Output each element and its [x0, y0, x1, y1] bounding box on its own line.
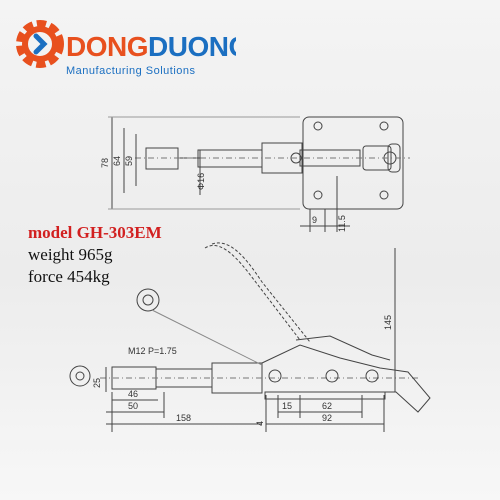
dim-phi16: Φ16 — [196, 173, 206, 190]
brand-tagline: Manufacturing Solutions — [66, 65, 196, 77]
thread-spec: M12 P=1.75 — [128, 346, 177, 356]
dim-64: 64 — [112, 156, 122, 166]
dim-50: 50 — [128, 401, 138, 411]
dim-59: 59 — [124, 156, 134, 166]
spec-block: model GH-303EM weight 965g force 454kg — [28, 222, 228, 288]
company-logo: DONGDUONG Manufacturing Solutions — [16, 20, 236, 77]
dim-145: 145 — [383, 315, 393, 330]
dim-25: 25 — [92, 378, 102, 388]
force-label: force 454kg — [28, 267, 110, 286]
dim-4: 4 — [255, 421, 265, 426]
gear-icon — [16, 20, 64, 68]
dim-15: 15 — [282, 401, 292, 411]
weight-label: weight 965g — [28, 245, 113, 264]
svg-text:DONGDUONG: DONGDUONG — [66, 31, 236, 62]
model-label: model GH-303EM — [28, 223, 162, 242]
dim-92: 92 — [322, 413, 332, 423]
dim-62: 62 — [322, 401, 332, 411]
brand-name-part2: DUONG — [148, 31, 236, 62]
top-view-outline — [108, 116, 410, 232]
brand-name-part1: DONG — [66, 31, 148, 62]
dim-9: 9 — [312, 215, 317, 225]
dim-78: 78 — [100, 158, 110, 168]
dim-11-5: 11.5 — [337, 215, 347, 232]
dim-46: 46 — [128, 389, 138, 399]
dim-158: 158 — [176, 413, 191, 423]
side-view-outline — [69, 242, 431, 432]
